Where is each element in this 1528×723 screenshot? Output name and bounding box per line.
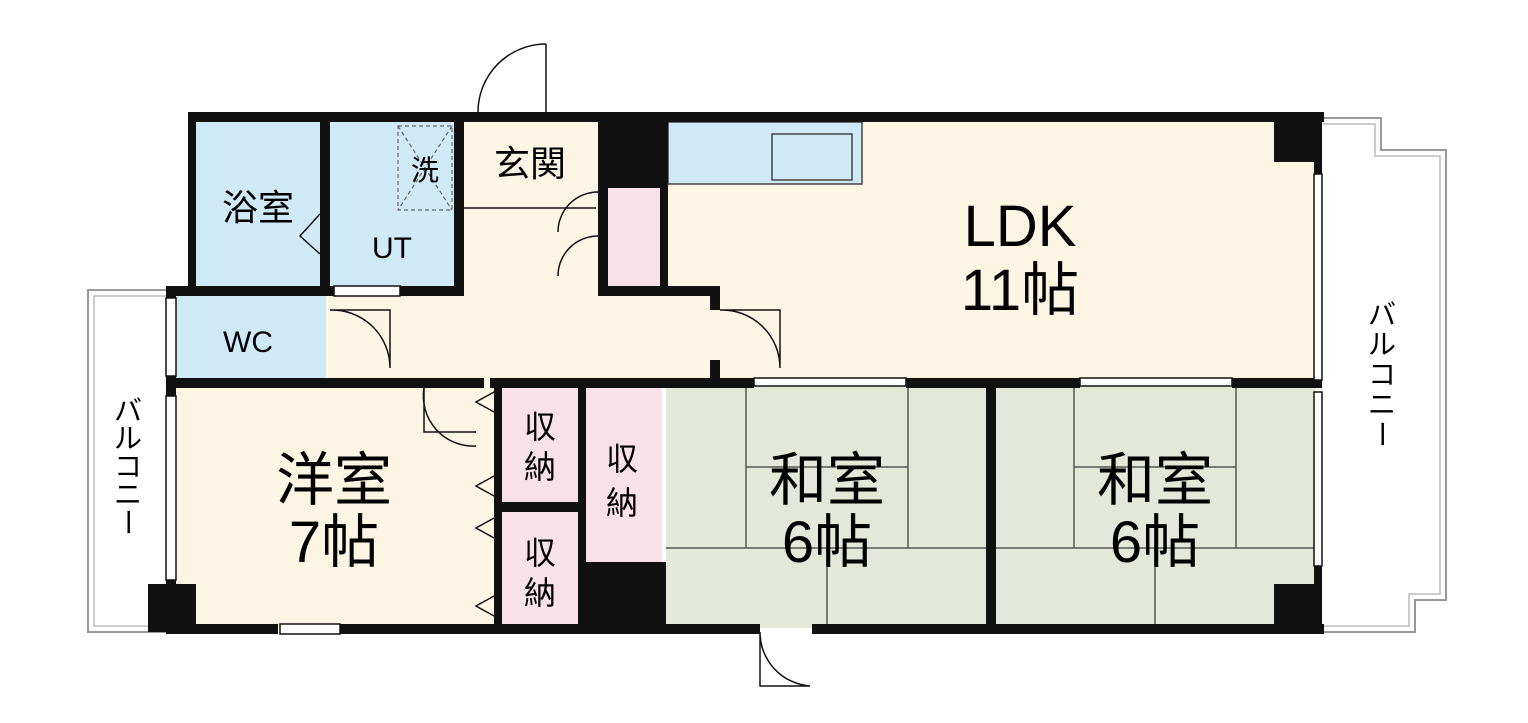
storage-c-label-1: 収 <box>606 440 638 478</box>
balcony-left-char: ー <box>111 508 144 536</box>
balcony-left-char: ル <box>114 422 142 455</box>
storage-a-label-1: 収 <box>524 408 556 446</box>
japanese2-size-label: 6帖 <box>1110 510 1200 575</box>
western-size-label: 7帖 <box>289 510 379 575</box>
tatami-lines-1 <box>666 386 988 628</box>
entrance-floor <box>460 118 602 214</box>
storage-b-label-1: 収 <box>524 534 556 572</box>
bath-floor <box>194 118 322 288</box>
washer-icon <box>397 125 453 211</box>
balcony-left-char: コ <box>114 450 142 483</box>
balcony-right-inner <box>1323 123 1441 627</box>
storage-b-floor <box>500 512 578 628</box>
storage-a-label-2: 納 <box>524 448 556 486</box>
walls <box>148 112 1324 634</box>
balcony-right-char: ル <box>1368 328 1396 361</box>
japanese1-size-label: 6帖 <box>782 510 872 575</box>
storage-a-floor <box>500 386 578 504</box>
bath-label: 浴室 <box>222 187 294 228</box>
balcony-right-char: ニ <box>1368 388 1396 421</box>
balcony-left-char: バ <box>114 394 142 427</box>
utility-label: UT <box>372 232 412 265</box>
ldk-name-label: LDK <box>964 194 1077 259</box>
balcony-right-char: コ <box>1368 358 1396 391</box>
western-name-label: 洋室 <box>276 448 392 513</box>
japanese1-name-label: 和室 <box>769 448 885 513</box>
balcony-left-char: ニ <box>114 478 142 511</box>
storage-c-label-2: 納 <box>606 484 638 522</box>
wc-label: WC <box>223 326 273 359</box>
balcony-left-label: バ ル コ ニ ー <box>111 394 144 536</box>
storage-b-label-2: 納 <box>524 574 556 612</box>
balcony-left-inner <box>93 295 170 627</box>
windows <box>165 173 1323 635</box>
tatami-lines-2 <box>994 386 1316 628</box>
entrance-label: 玄関 <box>494 143 566 184</box>
storage-c-floor <box>584 386 662 562</box>
western-floor <box>176 386 498 628</box>
wc-floor <box>176 294 326 382</box>
japanese2-name-label: 和室 <box>1097 448 1213 513</box>
balcony-left-outline <box>87 289 170 633</box>
ldk-size-label: 11帖 <box>961 258 1079 323</box>
storage-entrance-floor <box>604 188 660 288</box>
door-swings <box>298 43 811 687</box>
kitchen-sink <box>771 133 853 181</box>
balcony-right-label: バ ル コ ニ ー <box>1365 298 1398 448</box>
hall-floor-lower <box>328 292 718 385</box>
utility-floor <box>328 118 460 288</box>
washer-label: 洗 <box>411 154 439 187</box>
balcony-right-char: バ <box>1368 298 1396 331</box>
balcony-right-char: ー <box>1365 420 1398 448</box>
balcony-right-outline <box>1323 117 1447 633</box>
